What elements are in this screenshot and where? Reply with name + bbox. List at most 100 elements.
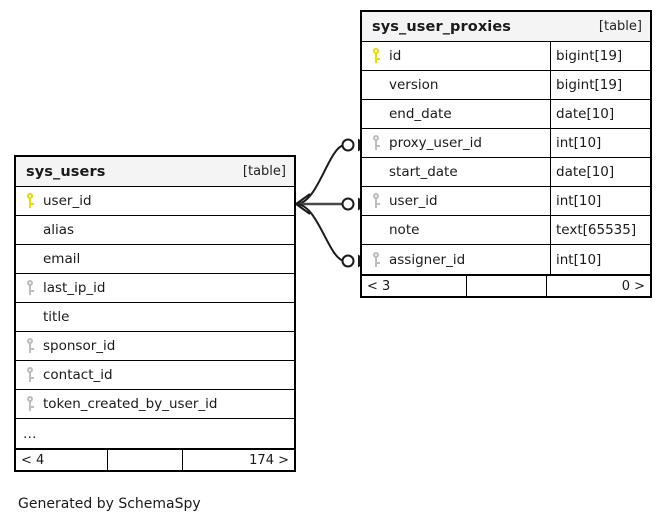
relationship-user-id xyxy=(296,197,368,211)
column-label: end_date xyxy=(389,106,452,122)
foreign-key-icon xyxy=(23,279,43,297)
table-title: sys_user_proxies xyxy=(372,18,512,35)
diagram-caption: Generated by SchemaSpy xyxy=(18,496,201,512)
table-type-tag: [table] xyxy=(598,19,642,34)
no-key-icon xyxy=(23,250,43,268)
table-row[interactable]: alias xyxy=(16,216,294,245)
column-name-cell: contact_id xyxy=(16,361,294,389)
no-key-icon xyxy=(369,76,389,94)
column-name-cell: proxy_user_id xyxy=(362,129,550,157)
table-row-ellipsis: … xyxy=(16,419,294,448)
pager-next-button[interactable]: 174 > xyxy=(249,452,289,468)
foreign-key-icon xyxy=(369,251,389,269)
column-type: bigint[19] xyxy=(550,71,650,99)
optional-marker xyxy=(341,254,355,268)
table-row[interactable]: start_date date[10] xyxy=(362,158,650,187)
foreign-key-icon xyxy=(369,134,389,152)
table-header: sys_user_proxies [table] xyxy=(362,12,650,42)
table-title: sys_users xyxy=(26,163,106,180)
column-label: start_date xyxy=(389,164,458,180)
table-row[interactable]: user_id int[10] xyxy=(362,187,650,216)
column-label: email xyxy=(43,251,81,267)
column-name-cell: last_ip_id xyxy=(16,274,294,302)
relationship-proxy-user-id xyxy=(295,138,368,205)
table-sys-users[interactable]: sys_users [table] user_id alias xyxy=(14,155,296,472)
column-label: assigner_id xyxy=(389,251,466,268)
table-row[interactable]: email xyxy=(16,245,294,274)
column-name-cell: version xyxy=(362,71,550,99)
column-name-cell: sponsor_id xyxy=(16,332,294,360)
column-type: text[65535] xyxy=(550,216,650,244)
table-row[interactable]: version bigint[19] xyxy=(362,71,650,100)
no-key-icon xyxy=(23,221,43,239)
pager-prev-button[interactable]: < 4 xyxy=(16,450,108,470)
column-label: contact_id xyxy=(43,367,113,383)
column-label: note xyxy=(389,222,420,238)
column-type: int[10] xyxy=(550,245,650,274)
table-pager: < 4 174 > xyxy=(16,448,294,470)
column-name-cell: assigner_id xyxy=(362,245,550,274)
no-key-icon xyxy=(369,221,389,239)
column-name-cell: user_id xyxy=(16,187,294,215)
primary-key-icon xyxy=(369,47,389,65)
table-row[interactable]: assigner_id int[10] xyxy=(362,245,650,274)
optional-marker xyxy=(341,138,355,152)
crows-foot-marker xyxy=(294,193,311,215)
pager-middle xyxy=(108,450,183,470)
pager-next-button[interactable]: 0 > xyxy=(621,278,645,294)
column-label: token_created_by_user_id xyxy=(43,396,218,412)
column-name-cell: start_date xyxy=(362,158,550,186)
primary-key-icon xyxy=(23,192,43,210)
table-sys-user-proxies[interactable]: sys_user_proxies [table] id bigint[19] v… xyxy=(360,10,652,298)
table-row[interactable]: last_ip_id xyxy=(16,274,294,303)
column-name-cell: note xyxy=(362,216,550,244)
table-row[interactable]: contact_id xyxy=(16,361,294,390)
table-row[interactable]: title xyxy=(16,303,294,332)
column-label: proxy_user_id xyxy=(389,135,482,151)
column-type: date[10] xyxy=(550,100,650,128)
foreign-key-icon xyxy=(23,395,43,413)
column-name-cell: user_id xyxy=(362,187,550,215)
column-label: user_id xyxy=(389,193,438,209)
column-name-cell: title xyxy=(16,303,294,331)
table-row[interactable]: note text[65535] xyxy=(362,216,650,245)
more-columns-ellipsis: … xyxy=(23,425,37,442)
foreign-key-icon xyxy=(369,192,389,210)
no-key-icon xyxy=(23,308,43,326)
column-name-cell: id xyxy=(362,42,550,70)
column-label: version xyxy=(389,77,439,93)
no-key-icon xyxy=(369,105,389,123)
column-label: sponsor_id xyxy=(43,338,116,354)
optional-marker xyxy=(341,197,355,211)
column-label: id xyxy=(389,48,402,64)
table-row[interactable]: end_date date[10] xyxy=(362,100,650,129)
table-columns: user_id alias email xyxy=(16,187,294,448)
no-key-icon xyxy=(369,163,389,181)
foreign-key-icon xyxy=(23,337,43,355)
table-type-tag: [table] xyxy=(242,164,286,179)
column-name-cell: … xyxy=(16,419,294,448)
column-name-cell: alias xyxy=(16,216,294,244)
table-row[interactable]: proxy_user_id int[10] xyxy=(362,129,650,158)
table-row[interactable]: sponsor_id xyxy=(16,332,294,361)
table-header: sys_users [table] xyxy=(16,157,294,187)
column-type: bigint[19] xyxy=(550,42,650,70)
column-name-cell: email xyxy=(16,245,294,273)
column-label: title xyxy=(43,309,70,325)
column-type: int[10] xyxy=(550,129,650,157)
column-name-cell: end_date xyxy=(362,100,550,128)
table-columns: id bigint[19] version bigint[19] end_dat… xyxy=(362,42,650,274)
column-type: date[10] xyxy=(550,158,650,186)
foreign-key-icon xyxy=(23,366,43,384)
table-row[interactable]: token_created_by_user_id xyxy=(16,390,294,419)
relationship-assigner-id xyxy=(295,203,368,268)
pager-prev-button[interactable]: < 3 xyxy=(362,276,467,296)
pager-middle xyxy=(467,276,547,296)
column-label: user_id xyxy=(43,193,92,209)
table-row[interactable]: user_id xyxy=(16,187,294,216)
table-row[interactable]: id bigint[19] xyxy=(362,42,650,71)
column-name-cell: token_created_by_user_id xyxy=(16,390,294,418)
column-type: int[10] xyxy=(550,187,650,215)
column-label: alias xyxy=(43,222,75,238)
